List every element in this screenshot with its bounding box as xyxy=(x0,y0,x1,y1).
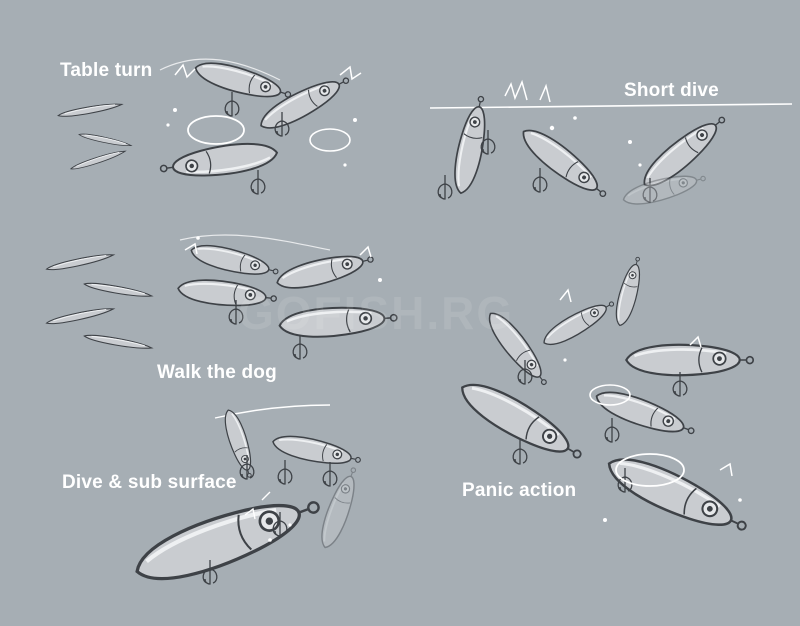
label-walk-the-dog: Walk the dog xyxy=(157,362,277,383)
dive-sub-surface-illustration xyxy=(129,404,365,593)
walk-the-dog-illustration xyxy=(45,234,400,360)
label-dive-sub-surface: Dive & sub surface xyxy=(62,472,237,493)
short-dive-illustration xyxy=(429,79,793,211)
label-short-dive: Short dive xyxy=(624,80,719,101)
watermark-text: GOFISH.RG xyxy=(238,287,515,339)
table-turn-illustration xyxy=(57,55,362,195)
label-table-turn: Table turn xyxy=(60,60,153,81)
label-panic-action: Panic action xyxy=(462,480,577,501)
panic-action-illustration xyxy=(452,254,755,546)
